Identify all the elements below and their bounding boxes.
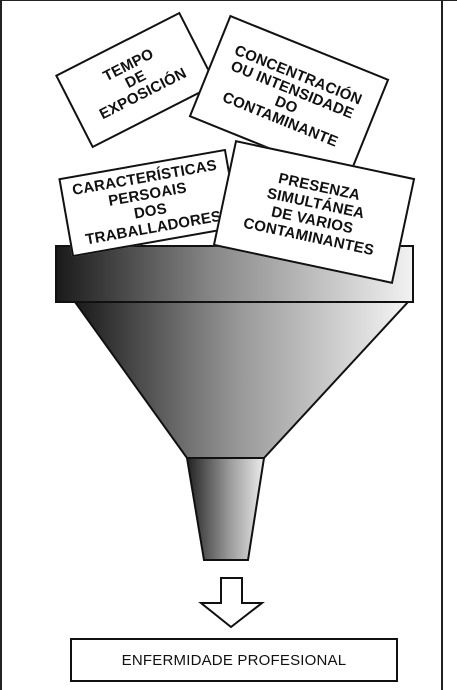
result-label: ENFERMIDADE PROFESIONAL	[121, 651, 347, 669]
frame-left-border	[0, 0, 2, 690]
factor-simultaneous-presence-label: PRESENZA SIMULTÁNEA DE VARIOS CONTAMINAN…	[241, 170, 376, 260]
funnel-stem	[185, 457, 266, 561]
down-arrow-icon	[198, 577, 265, 629]
frame-right-border	[441, 0, 443, 690]
result-box: ENFERMIDADE PROFESIONAL	[70, 638, 398, 682]
funnel	[55, 245, 414, 561]
funnel-cone	[73, 301, 411, 459]
frame-top-border	[0, 0, 457, 1]
